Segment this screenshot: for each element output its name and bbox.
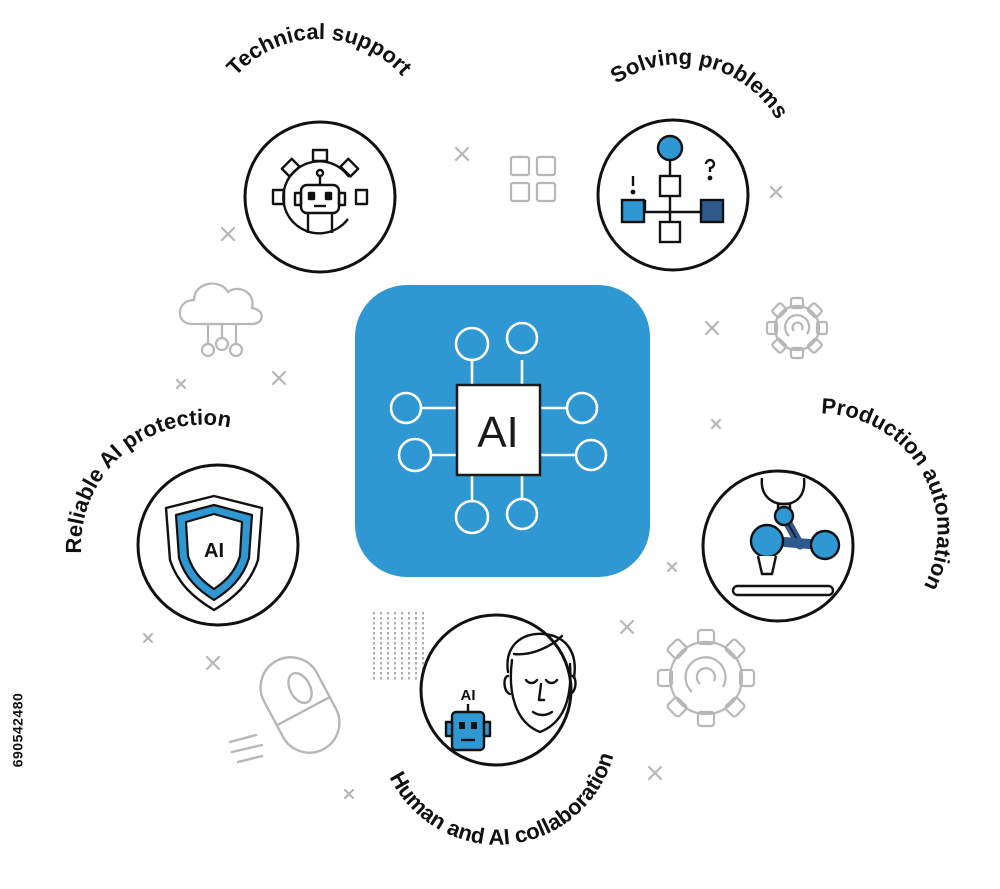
human-face-icon [503,632,577,734]
gear-outline-icon [656,628,756,728]
gear-outline-icon [765,296,829,360]
stock-id-text: 690542480 [9,692,26,768]
computer-mouse-icon [228,656,341,764]
center-ai-tile: AI [355,285,650,577]
cross-mark [142,632,154,644]
cross-mark [704,320,720,336]
cross-mark [454,146,470,162]
cross-marks [142,146,807,800]
cross-mark [769,185,783,199]
cross-mark [343,788,355,800]
stock-id-vertical: 690542480 [4,640,30,820]
cross-mark [710,418,722,430]
cross-mark [271,370,287,386]
cross-mark [647,765,663,781]
cross-mark [666,561,678,573]
cross-mark [175,378,187,390]
svg-text:Solving problems: Solving problems [606,44,794,123]
feature-human-ai-collaboration: AI Human and AI collaboration [385,613,618,850]
svg-text:Technical support: Technical support [221,19,417,81]
cloud-network-icon [178,282,263,358]
robot-arm-icon [731,477,841,597]
cross-mark [205,655,221,671]
shield-ai-label: AI [204,540,224,562]
shield-icon: AI [164,494,264,612]
feature-reliable-ai-protection: AI Reliable AI protection [61,405,300,627]
label-solving-problems: Solving problems [606,44,794,123]
cross-mark [220,226,236,242]
robot-ai-label: AI [461,687,476,704]
decor-grid-icon [509,155,557,203]
robot-icon: AI [444,687,492,752]
center-ai-label: AI [477,408,519,457]
label-technical-support: Technical support [221,19,417,81]
flowchart-icon [620,134,725,244]
cross-mark [619,619,635,635]
dot-pattern [373,612,424,680]
feature-solving-problems: Solving problems [596,44,794,272]
feature-technical-support: Technical support [221,19,417,274]
robot-gear-icon [271,148,369,235]
feature-production-automation: Production automation [701,393,958,623]
